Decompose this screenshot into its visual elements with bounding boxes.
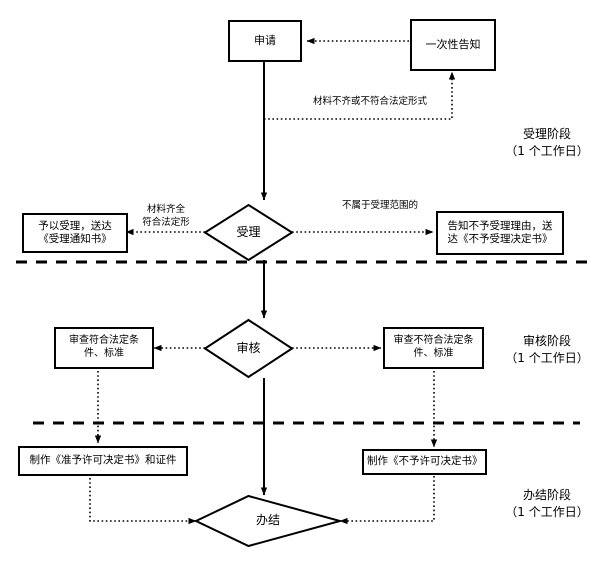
node-apply-label: 申请 [254,33,276,47]
edge-grant-to-complete [89,478,197,525]
diamond-accept [203,203,294,262]
edge-accept-to-notice [264,71,456,120]
node-review-pass[interactable]: 审查符合法定条 件、标准 [54,327,154,369]
edge-label-out-of-scope-text: 不属于受理范围的 [341,200,418,211]
stage-label-completion-name: 办结阶段 [522,488,571,502]
node-permit-grant[interactable]: 制作《准予许可决定书》和证件 [18,446,188,476]
node-permit-deny[interactable]: 制作《不予许可决定书》 [362,449,487,475]
edge-label-incomplete-materials: 材料不齐或不符合法定形式 [290,96,450,108]
node-permit-grant-label: 制作《准予许可决定书》和证件 [29,454,177,467]
node-apply[interactable]: 申请 [228,20,302,62]
node-accept-no[interactable]: 告知不予受理理由，送 达《不予受理决定书》 [436,211,564,255]
diamond-complete [193,494,344,548]
stage-label-acceptance: 受理阶段 （1 个工作日） [492,126,602,161]
edge-label-incomplete-materials-text: 材料不齐或不符合法定形式 [312,96,427,107]
node-review-fail[interactable]: 审查不符合法定条 件、标准 [383,327,484,369]
node-accept-yes[interactable]: 予以受理，送达 《受理通知书》 [22,213,128,253]
edge-label-out-of-scope: 不属于受理范围的 [325,200,435,212]
node-accept-no-label: 告知不予受理理由，送 达《不予受理决定书》 [447,219,553,245]
node-one-time-notice-label: 一次性告知 [425,37,481,51]
diamond-review [203,318,294,379]
edge-label-materials-ok: 材料齐全 符合法定形 [128,192,204,229]
stage-label-acceptance-name: 受理阶段 [522,127,571,141]
stage-label-review-duration: （1 个工作日） [505,351,589,366]
node-one-time-notice[interactable]: 一次性告知 [410,19,496,71]
node-review-pass-label: 审查符合法定条 件、标准 [69,335,139,359]
edge-label-materials-ok-text: 材料齐全 符合法定形 [142,204,190,228]
stage-label-completion: 办结阶段 （1 个工作日） [492,487,602,522]
stage-label-review-name: 审核阶段 [522,334,571,348]
node-review-fail-label: 审查不符合法定条 件、标准 [393,335,474,359]
node-permit-deny-label: 制作《不予许可决定书》 [367,455,483,468]
node-accept-yes-label: 予以受理，送达 《受理通知书》 [38,219,112,245]
edge-deny-to-complete [339,476,435,525]
stage-label-review: 审核阶段 （1 个工作日） [492,333,602,368]
stage-label-acceptance-duration: （1 个工作日） [505,144,589,159]
stage-label-completion-duration: （1 个工作日） [505,505,589,520]
